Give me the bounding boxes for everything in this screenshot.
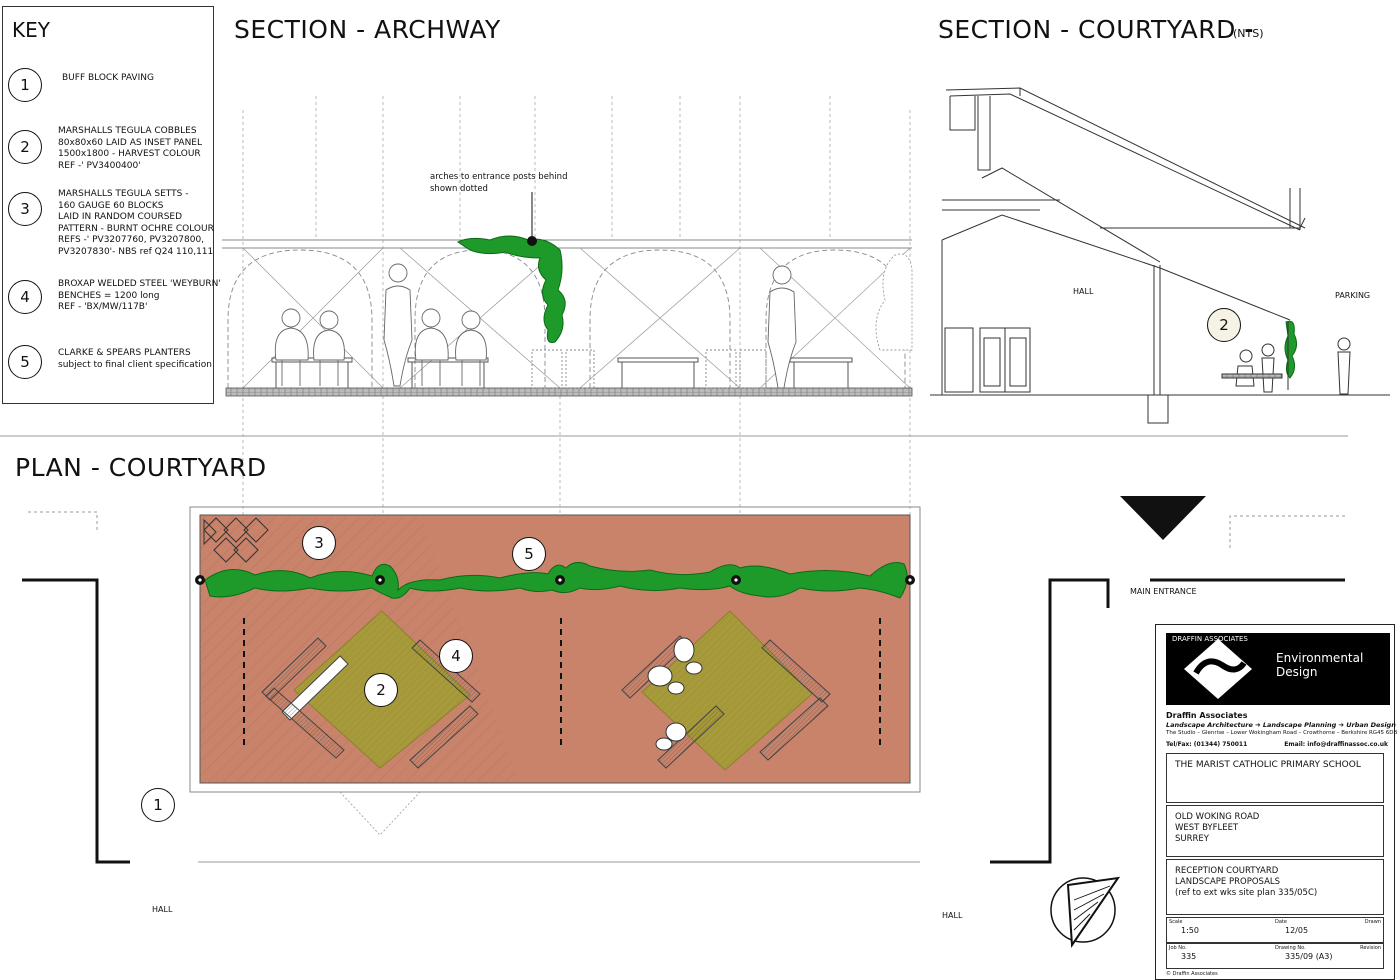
logo-text: Environmental Design <box>1276 651 1364 679</box>
archway-note: arches to entrance posts behind shown do… <box>430 172 568 194</box>
parking-label: PARKING <box>1335 291 1371 300</box>
company-logo: DRAFFIN ASSOCIATES Environmental Design <box>1166 633 1390 705</box>
hall-left-label: HALL <box>152 905 173 914</box>
client-name: THE MARIST CATHOLIC PRIMARY SCHOOL <box>1166 753 1384 803</box>
key-heading: KEY <box>12 18 50 42</box>
plan-marker-1: 1 <box>141 788 175 822</box>
date-value: 12/05 <box>1285 926 1309 935</box>
company-address: The Studio – Glenrise – Lower Wokingham … <box>1166 730 1398 736</box>
plan-marker-5: 5 <box>512 537 546 571</box>
key-marker-1: 1 <box>8 68 42 102</box>
plan-walls <box>22 511 1345 864</box>
hall-right-label: HALL <box>942 911 963 920</box>
site-address: OLD WOKING ROAD WEST BYFLEET SURREY <box>1166 805 1384 857</box>
company-tel: Tel/Fax: (01344) 750011 <box>1166 741 1248 748</box>
key-text-3: MARSHALLS TEGULA SETTS - 160 GAUGE 60 BL… <box>58 189 214 257</box>
copyright: © Draffin Associates <box>1166 971 1218 977</box>
key-marker-3: 3 <box>8 192 42 226</box>
archway-section <box>222 96 913 520</box>
key-text-1: BUFF BLOCK PAVING <box>62 73 154 83</box>
hall-section-label: HALL <box>1073 287 1094 296</box>
title-block: DRAFFIN ASSOCIATES Environmental Design … <box>1155 624 1398 980</box>
key-marker-4: 4 <box>8 280 42 314</box>
courtyard-section-title: SECTION - COURTYARD - <box>938 15 1254 44</box>
archway-section-title: SECTION - ARCHWAY <box>234 15 501 44</box>
key-panel <box>2 6 214 404</box>
job-label: Job No. <box>1169 945 1187 951</box>
drawing-number: 335/09 (A3) <box>1285 952 1333 961</box>
key-text-4: BROXAP WELDED STEEL 'WEYBURN' BENCHES = … <box>58 279 221 312</box>
drawn-label: Drawn <box>1364 919 1381 925</box>
company-name: Draffin Associates <box>1166 711 1248 720</box>
key-marker-2: 2 <box>8 130 42 164</box>
date-label: Date <box>1275 919 1287 925</box>
main-entrance-label: MAIN ENTRANCE <box>1130 587 1197 596</box>
company-email: Email: info@draffinassoc.co.uk <box>1284 741 1388 748</box>
scale-label: Scale <box>1169 919 1183 925</box>
drawing-label: Drawing No. <box>1275 945 1306 951</box>
company-services: Landscape Architecture ➔ Landscape Plann… <box>1166 721 1396 729</box>
main-entrance-arrow <box>1120 496 1206 540</box>
plan-marker-2: 2 <box>364 673 398 707</box>
north-arrow <box>1050 876 1121 948</box>
plan-courtyard <box>189 506 921 863</box>
job-drawing-row: Job No. 335 Drawing No. 335/09 (A3) Revi… <box>1166 943 1384 969</box>
plan-marker-3: 3 <box>302 526 336 560</box>
job-number: 335 <box>1181 952 1197 961</box>
plan-courtyard-title: PLAN - COURTYARD <box>15 453 267 482</box>
courtyard-section <box>930 87 1390 424</box>
logo-ring-text: DRAFFIN ASSOCIATES <box>1172 635 1248 643</box>
section-marker-2: 2 <box>1207 308 1241 342</box>
plan-marker-4: 4 <box>439 639 473 673</box>
project-title: RECEPTION COURTYARD LANDSCAPE PROPOSALS … <box>1166 859 1384 915</box>
revision-label: Revision <box>1360 945 1381 951</box>
key-text-5: CLARKE & SPEARS PLANTERS subject to fina… <box>58 348 212 370</box>
scale-value: 1:50 <box>1181 926 1199 935</box>
key-marker-5: 5 <box>8 345 42 379</box>
nts-label: (NTS) <box>1233 27 1264 40</box>
scale-date-row: Scale 1:50 Date 12/05 Drawn <box>1166 917 1384 943</box>
key-text-2: MARSHALLS TEGULA COBBLES 80x80x60 LAID A… <box>58 126 203 171</box>
